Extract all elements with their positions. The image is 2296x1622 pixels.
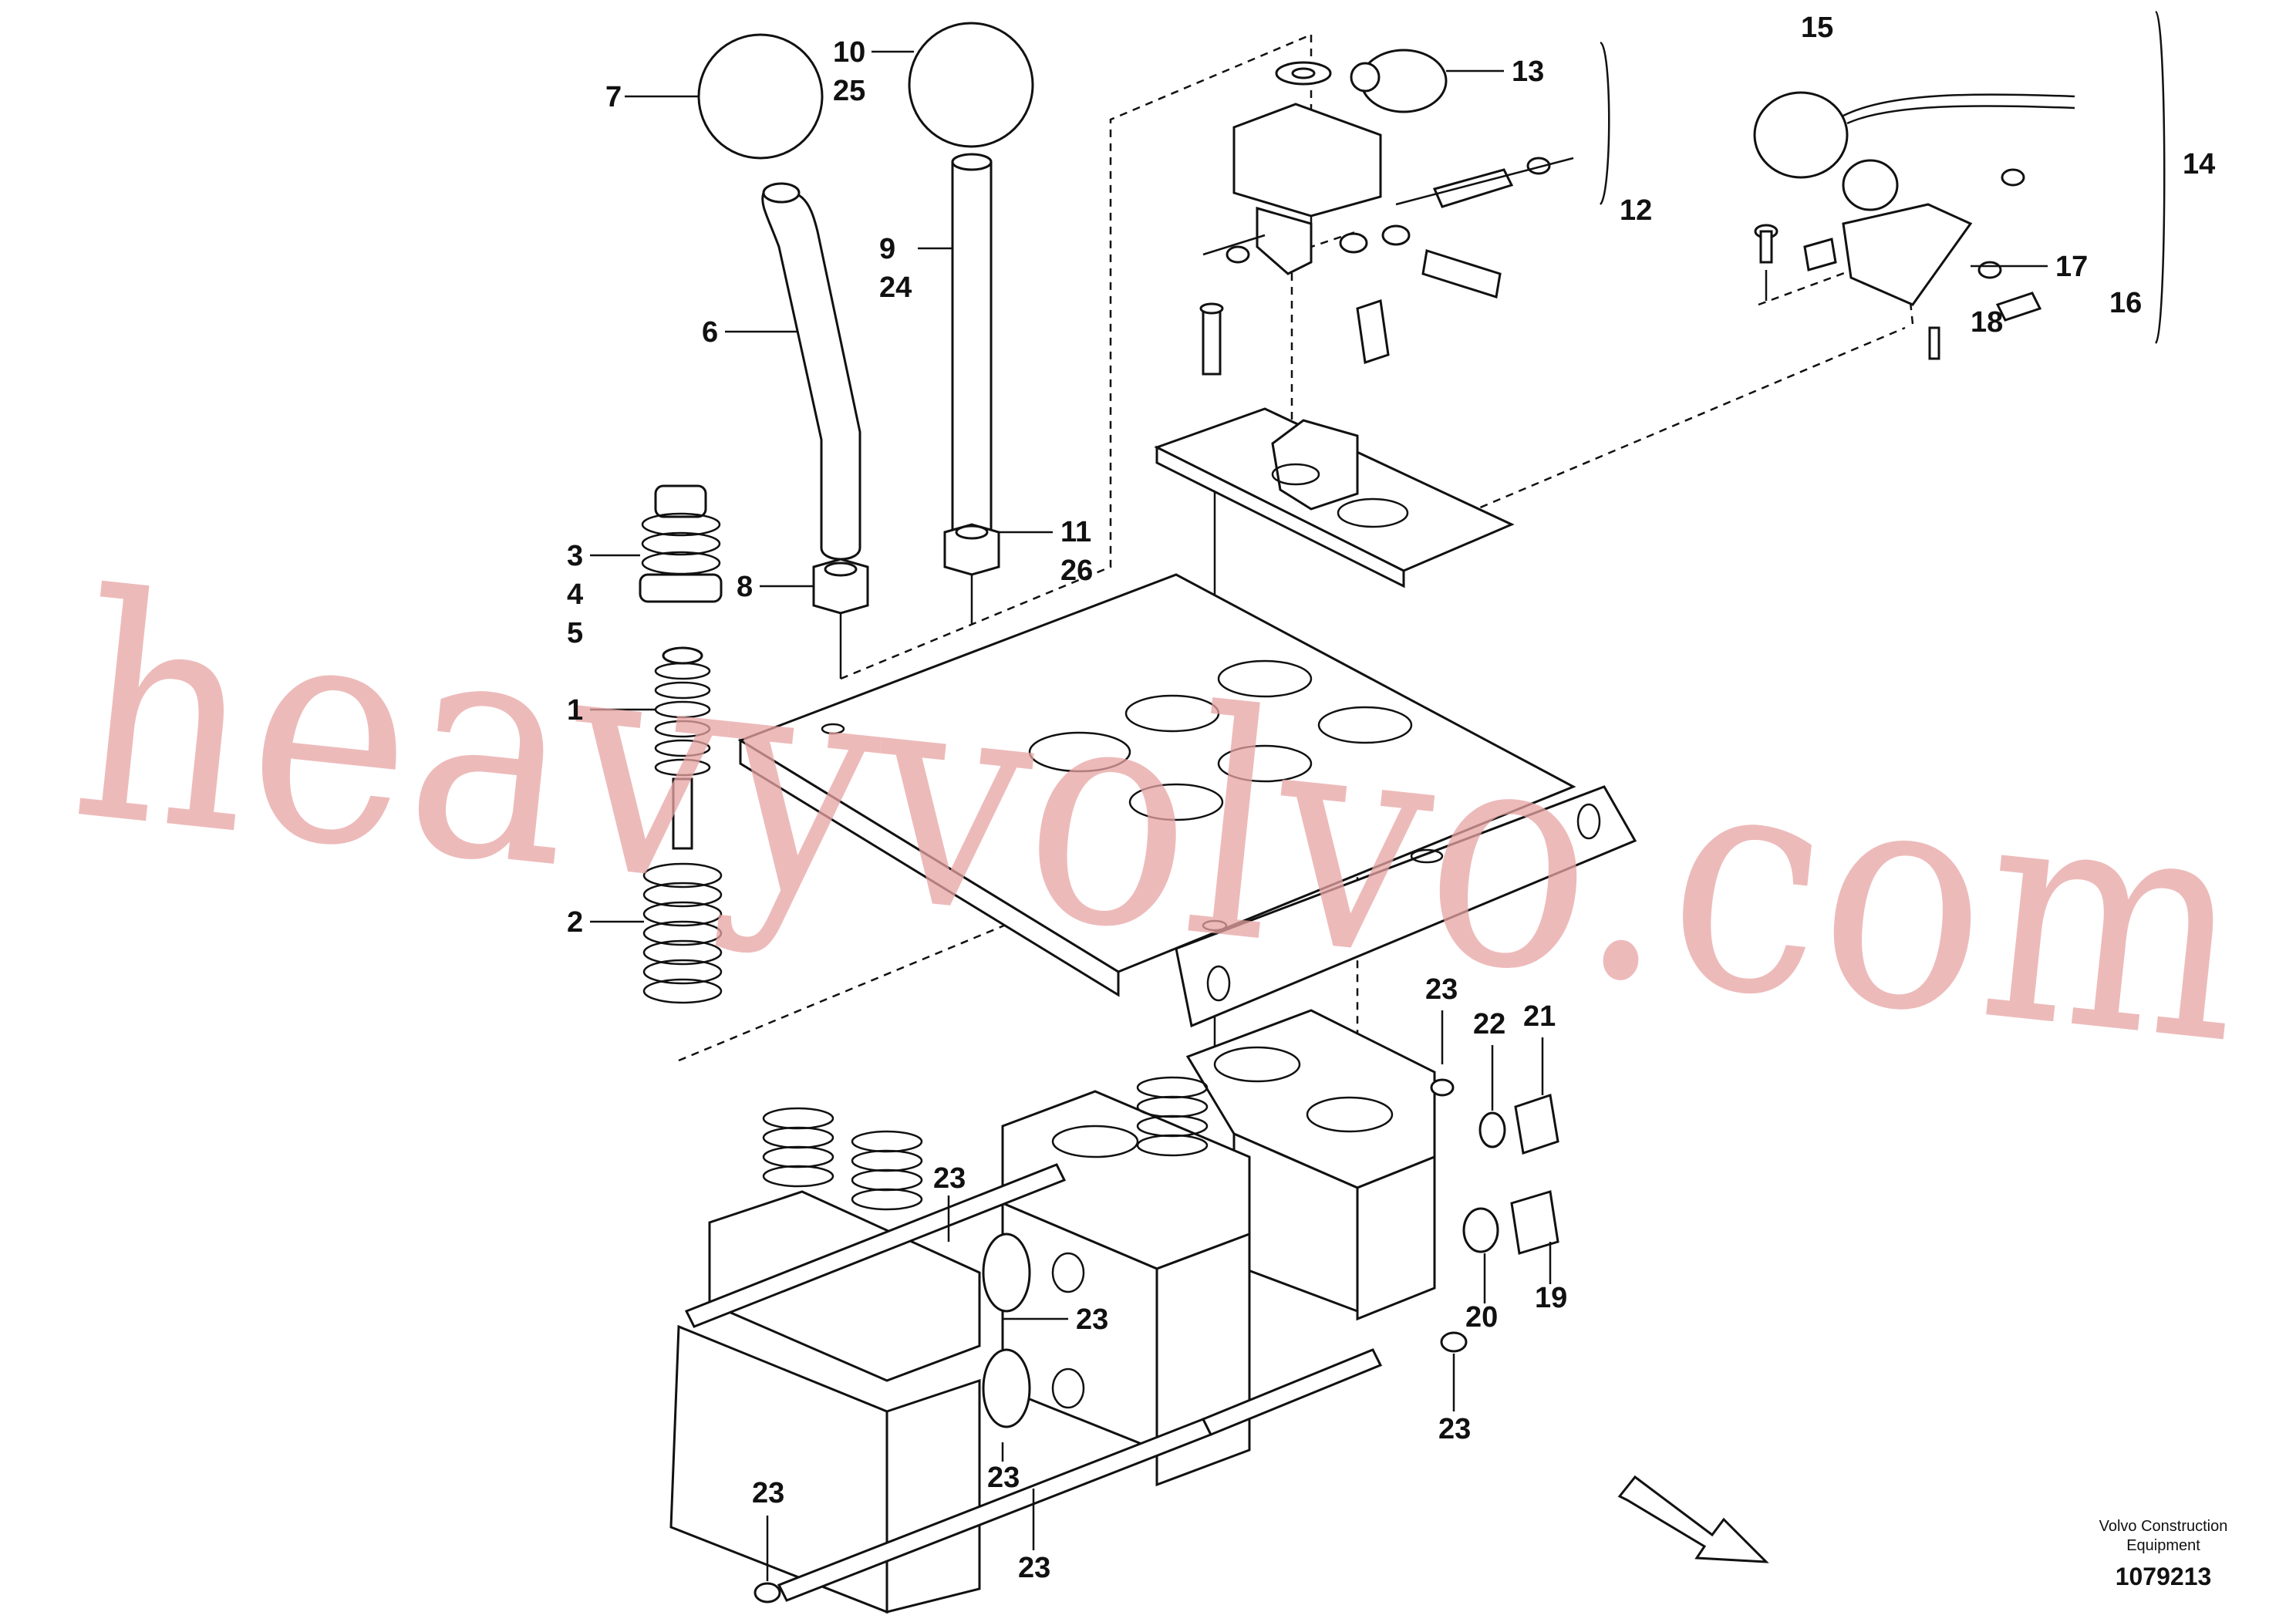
callout-13: 13 bbox=[1512, 56, 1544, 88]
callout-20: 20 bbox=[1465, 1301, 1498, 1334]
callout-23-left: 23 bbox=[752, 1477, 784, 1509]
switch-housing bbox=[1202, 41, 1610, 364]
callout-21: 21 bbox=[1523, 1000, 1556, 1033]
mount-plate bbox=[1154, 302, 1515, 588]
callout-24: 24 bbox=[879, 271, 912, 304]
lever-knob-right bbox=[872, 22, 1034, 148]
callout-23-top: 23 bbox=[1425, 973, 1458, 1006]
callout-10: 10 bbox=[833, 36, 865, 69]
callout-7: 7 bbox=[605, 81, 622, 113]
callout-5: 5 bbox=[567, 617, 583, 649]
spring-assembly bbox=[590, 484, 723, 1004]
callout-3: 3 bbox=[567, 540, 583, 572]
callout-15: 15 bbox=[1801, 12, 1833, 44]
callout-14: 14 bbox=[2183, 148, 2215, 180]
direction-arrow-icon bbox=[1617, 1475, 1769, 1563]
callout-19: 19 bbox=[1535, 1282, 1567, 1314]
callout-1: 1 bbox=[567, 694, 583, 727]
callout-8: 8 bbox=[737, 571, 753, 603]
credit-line-1: Volvo Construction bbox=[2099, 1518, 2228, 1535]
nut-right bbox=[943, 523, 1053, 576]
nut-left bbox=[760, 558, 869, 615]
callout-25: 25 bbox=[833, 75, 865, 107]
callout-22: 22 bbox=[1473, 1008, 1505, 1040]
bent-lever bbox=[725, 182, 861, 561]
valve-body bbox=[669, 1009, 1559, 1614]
callout-23-lower: 23 bbox=[987, 1462, 1020, 1494]
callout-23-upper-mid: 23 bbox=[933, 1162, 966, 1195]
credit-block: Volvo Construction Equipment 1079213 bbox=[2099, 1518, 2228, 1590]
callout-6: 6 bbox=[702, 316, 718, 349]
callout-26: 26 bbox=[1060, 555, 1093, 587]
callout-23-bottom: 23 bbox=[1018, 1552, 1050, 1584]
callout-23-right: 23 bbox=[1438, 1413, 1471, 1445]
callouts: 7 10 25 13 15 14 12 9 24 6 17 16 18 3 4 … bbox=[567, 12, 2215, 1584]
callout-18: 18 bbox=[1971, 306, 2003, 339]
straight-lever bbox=[918, 153, 993, 534]
callout-11: 11 bbox=[1060, 516, 1091, 548]
callout-12: 12 bbox=[1620, 194, 1652, 227]
sensor-assembly bbox=[1753, 10, 2166, 360]
callout-16: 16 bbox=[2109, 287, 2142, 319]
callout-4: 4 bbox=[567, 578, 583, 611]
credit-line-2: Equipment bbox=[2126, 1537, 2200, 1554]
callout-17: 17 bbox=[2055, 251, 2088, 283]
figure-number: 1079213 bbox=[2116, 1563, 2212, 1590]
top-plate bbox=[737, 573, 1637, 1028]
callout-2: 2 bbox=[567, 906, 583, 939]
callout-23-oring: 23 bbox=[1076, 1303, 1108, 1336]
lever-knob-left bbox=[625, 33, 824, 160]
callout-9: 9 bbox=[879, 233, 895, 265]
